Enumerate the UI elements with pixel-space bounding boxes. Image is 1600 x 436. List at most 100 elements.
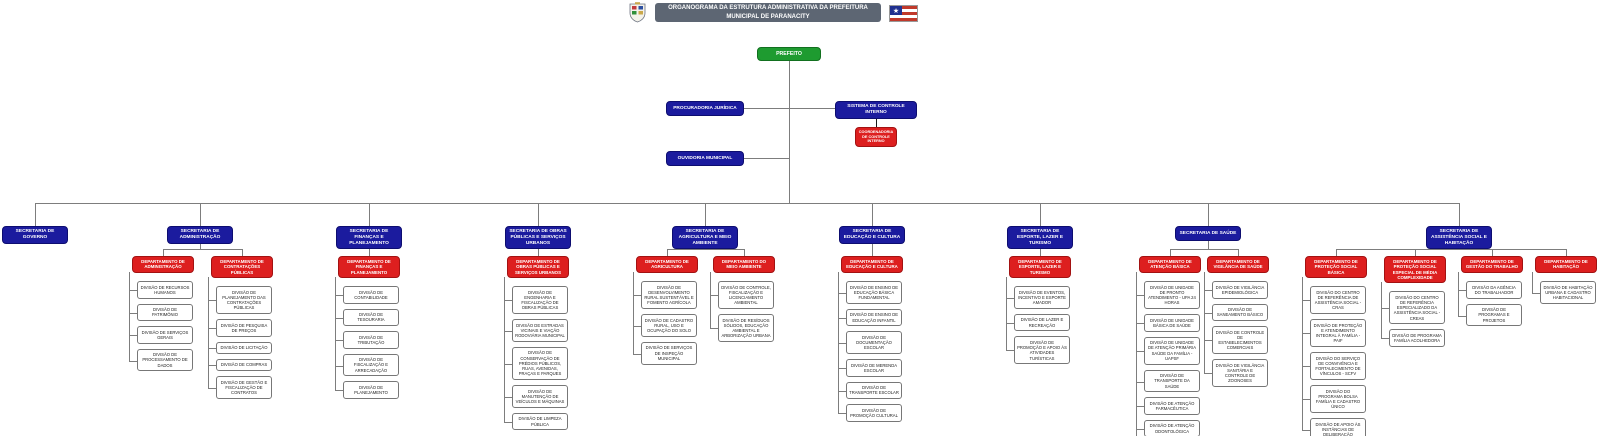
division-column: DIVISÃO DO CENTRO DE REFERÊNCIA ESPECIAL… xyxy=(1389,291,1445,347)
division-box: DIVISÃO DE ATENÇÃO FARMACÊUTICA xyxy=(1144,397,1200,415)
connector-line xyxy=(504,422,512,423)
department-box: DEPARTAMENTO DO MEIO AMBIENTE xyxy=(713,256,775,273)
division-box-label: DIVISÃO DE PROGRAMAS E PROJETOS xyxy=(1478,307,1510,323)
division-box: DIVISÃO DE LIMPEZA PÚBLICA xyxy=(512,412,568,431)
division-box: DIVISÃO DO PROGRAMA BOLSA FAMÍLIA E CADA… xyxy=(1310,385,1366,413)
connector-line xyxy=(538,203,539,226)
secretaria-box-label: SECRETARIA DE ADMINISTRAÇÃO xyxy=(179,229,221,240)
connector-line xyxy=(1336,249,1337,256)
division-box-label: DIVISÃO DO CENTRO DE REFERÊNCIA ESPECIAL… xyxy=(1393,294,1441,321)
connector-line xyxy=(504,396,512,398)
division-box-label: DIVISÃO DE CONTROLE DE ESTABELECIMENTOS … xyxy=(1215,329,1265,351)
division-box: DIVISÃO DE PATRIMÔNIO xyxy=(137,303,193,321)
division-box-label: DIVISÃO DE TRANSPORTE ESCOLAR xyxy=(849,385,899,396)
connector-line xyxy=(1238,249,1239,256)
division-column: DIVISÃO DE PLANEJAMENTO DAS CONTRATAÇÕES… xyxy=(216,286,272,399)
municipal-flag-icon: ★ xyxy=(889,5,918,22)
division-box-label: DIVISÃO DE VIGILÂNCIA SANITÁRIA E CONTRO… xyxy=(1215,362,1265,384)
connector-line xyxy=(1006,323,1014,324)
division-box: DIVISÃO DE ENGENHARIA E FISCALIZAÇÃO DE … xyxy=(512,286,568,314)
connector-line xyxy=(163,249,164,256)
ouvidoria-municipal-box-label: OUVIDORIA MUNICIPAL xyxy=(677,155,733,161)
connector-line xyxy=(838,272,839,413)
department-box-label: DEPARTAMENTO DE GESTÃO DO TRABALHO xyxy=(1465,259,1519,270)
connector-line xyxy=(633,295,641,296)
department-box: DEPARTAMENTO DE HABITAÇÃO xyxy=(1535,256,1597,273)
division-box-label: DIVISÃO DE PLANEJAMENTO DAS CONTRATAÇÕES… xyxy=(222,289,266,311)
connector-line xyxy=(1302,277,1303,430)
division-box-label: DIVISÃO DE RESÍDUOS SÓLIDOS, EDUCAÇÃO AM… xyxy=(721,317,771,339)
connector-line xyxy=(200,203,201,226)
department-box: DEPARTAMENTO DE CONTRATAÇÕES PÚBLICAS xyxy=(211,256,273,278)
department-box-label: DEPARTAMENTO DE ESPORTE, LAZER E TURISMO xyxy=(1018,259,1062,275)
division-box: DIVISÃO DE LAZER E RECREAÇÃO xyxy=(1014,313,1070,332)
connector-line xyxy=(1302,399,1310,400)
connector-line xyxy=(744,249,745,256)
connector-line xyxy=(1136,323,1144,324)
connector-line xyxy=(1381,307,1389,309)
division-box: DIVISÃO DE TRIBUTAÇÃO xyxy=(343,331,399,349)
connector-line xyxy=(163,249,242,250)
sistema-controle-interno-box: SISTEMA DE CONTROLE INTERNO xyxy=(835,101,917,119)
coordenadoria-controle-interno-box: COORDENADORIA DE CONTROLE INTERNO xyxy=(855,127,897,147)
division-box-label: DIVISÃO DE DESENVOLVIMENTO RURAL SUSTENT… xyxy=(644,284,694,306)
procuradoria-juridica-box: PROCURADORIA JURÍDICA xyxy=(666,101,744,116)
connector-line xyxy=(744,158,789,159)
division-box-label: DIVISÃO DE ATENÇÃO ODONTOLÓGICA xyxy=(1149,423,1195,434)
connector-line xyxy=(208,328,216,329)
division-box-label: DIVISÃO DE PESQUISA DE PREÇOS xyxy=(220,322,268,333)
department-box-label: DEPARTAMENTO DE ATENÇÃO BÁSICA xyxy=(1148,259,1192,270)
prefeito-box: PREFEITO xyxy=(757,47,821,61)
connector-line xyxy=(1170,249,1171,256)
division-box-label: DIVISÃO DE PATRIMÔNIO xyxy=(152,307,178,318)
secretaria-box: SECRETARIA DE ADMINISTRAÇÃO xyxy=(167,226,233,244)
department-box: DEPARTAMENTO DE ATENÇÃO BÁSICA xyxy=(1139,256,1201,273)
division-box: DIVISÃO DE SANEAMENTO BÁSICO xyxy=(1212,303,1268,321)
department-box-label: DEPARTAMENTO DO MEIO AMBIENTE xyxy=(721,259,767,270)
connector-line xyxy=(129,335,137,336)
connector-line xyxy=(1208,241,1209,249)
connector-line xyxy=(705,203,706,226)
secretaria-box-label: SECRETARIA DE ASSISTÊNCIA SOCIAL E HABIT… xyxy=(1431,229,1487,246)
connector-line xyxy=(1136,381,1144,383)
division-box: DIVISÃO DE GESTÃO E FISCALIZAÇÃO DE CONT… xyxy=(216,376,272,399)
department-box-label: DEPARTAMENTO DE VIGILÂNCIA DE SAÚDE xyxy=(1213,259,1263,270)
prefeito-box-label: PREFEITO xyxy=(776,50,802,57)
secretaria-box-label: SECRETARIA DE AGRICULTURA E MEIO AMBIENT… xyxy=(678,229,732,246)
connector-line xyxy=(838,413,846,414)
division-box: DIVISÃO DE UNIDADE DE PRONTO ATENDIMENTO… xyxy=(1144,281,1200,309)
connector-line xyxy=(129,360,137,362)
division-column: DIVISÃO DE HABITAÇÃO URBANA E CADASTRO H… xyxy=(1540,281,1596,304)
division-box: DIVISÃO DE PLANEJAMENTO DAS CONTRATAÇÕES… xyxy=(216,286,272,314)
connector-line xyxy=(1006,297,1014,299)
division-box-label: DIVISÃO DE CONSERVAÇÃO DE PRÉDIOS PÚBLIC… xyxy=(518,350,562,377)
division-box-label: DIVISÃO DE ENGENHARIA E FISCALIZAÇÃO DE … xyxy=(521,289,559,311)
division-box-label: DIVISÃO DE LIMPEZA PÚBLICA xyxy=(518,416,562,427)
division-box: DIVISÃO DE MERENDA ESCOLAR xyxy=(846,359,902,377)
division-box: DIVISÃO DE ATENÇÃO ODONTOLÓGICA xyxy=(1144,419,1200,436)
division-box-label: DIVISÃO DE HABITAÇÃO URBANA E CADASTRO H… xyxy=(1543,284,1593,301)
page-title: ORGANOGRAMA DA ESTRUTURA ADMINISTRATIVA … xyxy=(655,3,881,22)
connector-line xyxy=(838,391,846,392)
division-box-label: DIVISÃO DE PROMOÇÃO CULTURAL xyxy=(850,407,898,418)
division-box: DIVISÃO DE TRANSPORTE ESCOLAR xyxy=(846,381,902,399)
connector-line xyxy=(1204,313,1212,314)
connector-line xyxy=(838,318,846,319)
connector-line xyxy=(633,353,641,355)
division-box: DIVISÃO DE UNIDADE DE ATENÇÃO PRIMÁRIA S… xyxy=(1144,336,1200,365)
division-box: DIVISÃO DE CADASTRO RURAL, USO E OCUPAÇÃ… xyxy=(641,314,697,337)
connector-line xyxy=(1006,350,1014,351)
department-box: DEPARTAMENTO DE ADMINISTRAÇÃO xyxy=(132,256,194,273)
connector-line xyxy=(504,300,512,301)
department-box: DEPARTAMENTO DE VIGILÂNCIA DE SAÚDE xyxy=(1207,256,1269,273)
division-box-label: DIVISÃO DE EVENTOS, INCENTIVO E ESPORTE … xyxy=(1018,289,1066,306)
connector-line xyxy=(129,313,137,314)
connector-line xyxy=(744,108,835,109)
division-box: DIVISÃO DE HABITAÇÃO URBANA E CADASTRO H… xyxy=(1540,281,1596,304)
department-box-label: DEPARTAMENTO DE CONTRATAÇÕES PÚBLICAS xyxy=(220,259,264,275)
connector-line xyxy=(1040,249,1041,256)
division-box-label: DIVISÃO DE LICITAÇÃO xyxy=(220,345,268,350)
division-column: DIVISÃO DE DESENVOLVIMENTO RURAL SUSTENT… xyxy=(641,281,697,365)
